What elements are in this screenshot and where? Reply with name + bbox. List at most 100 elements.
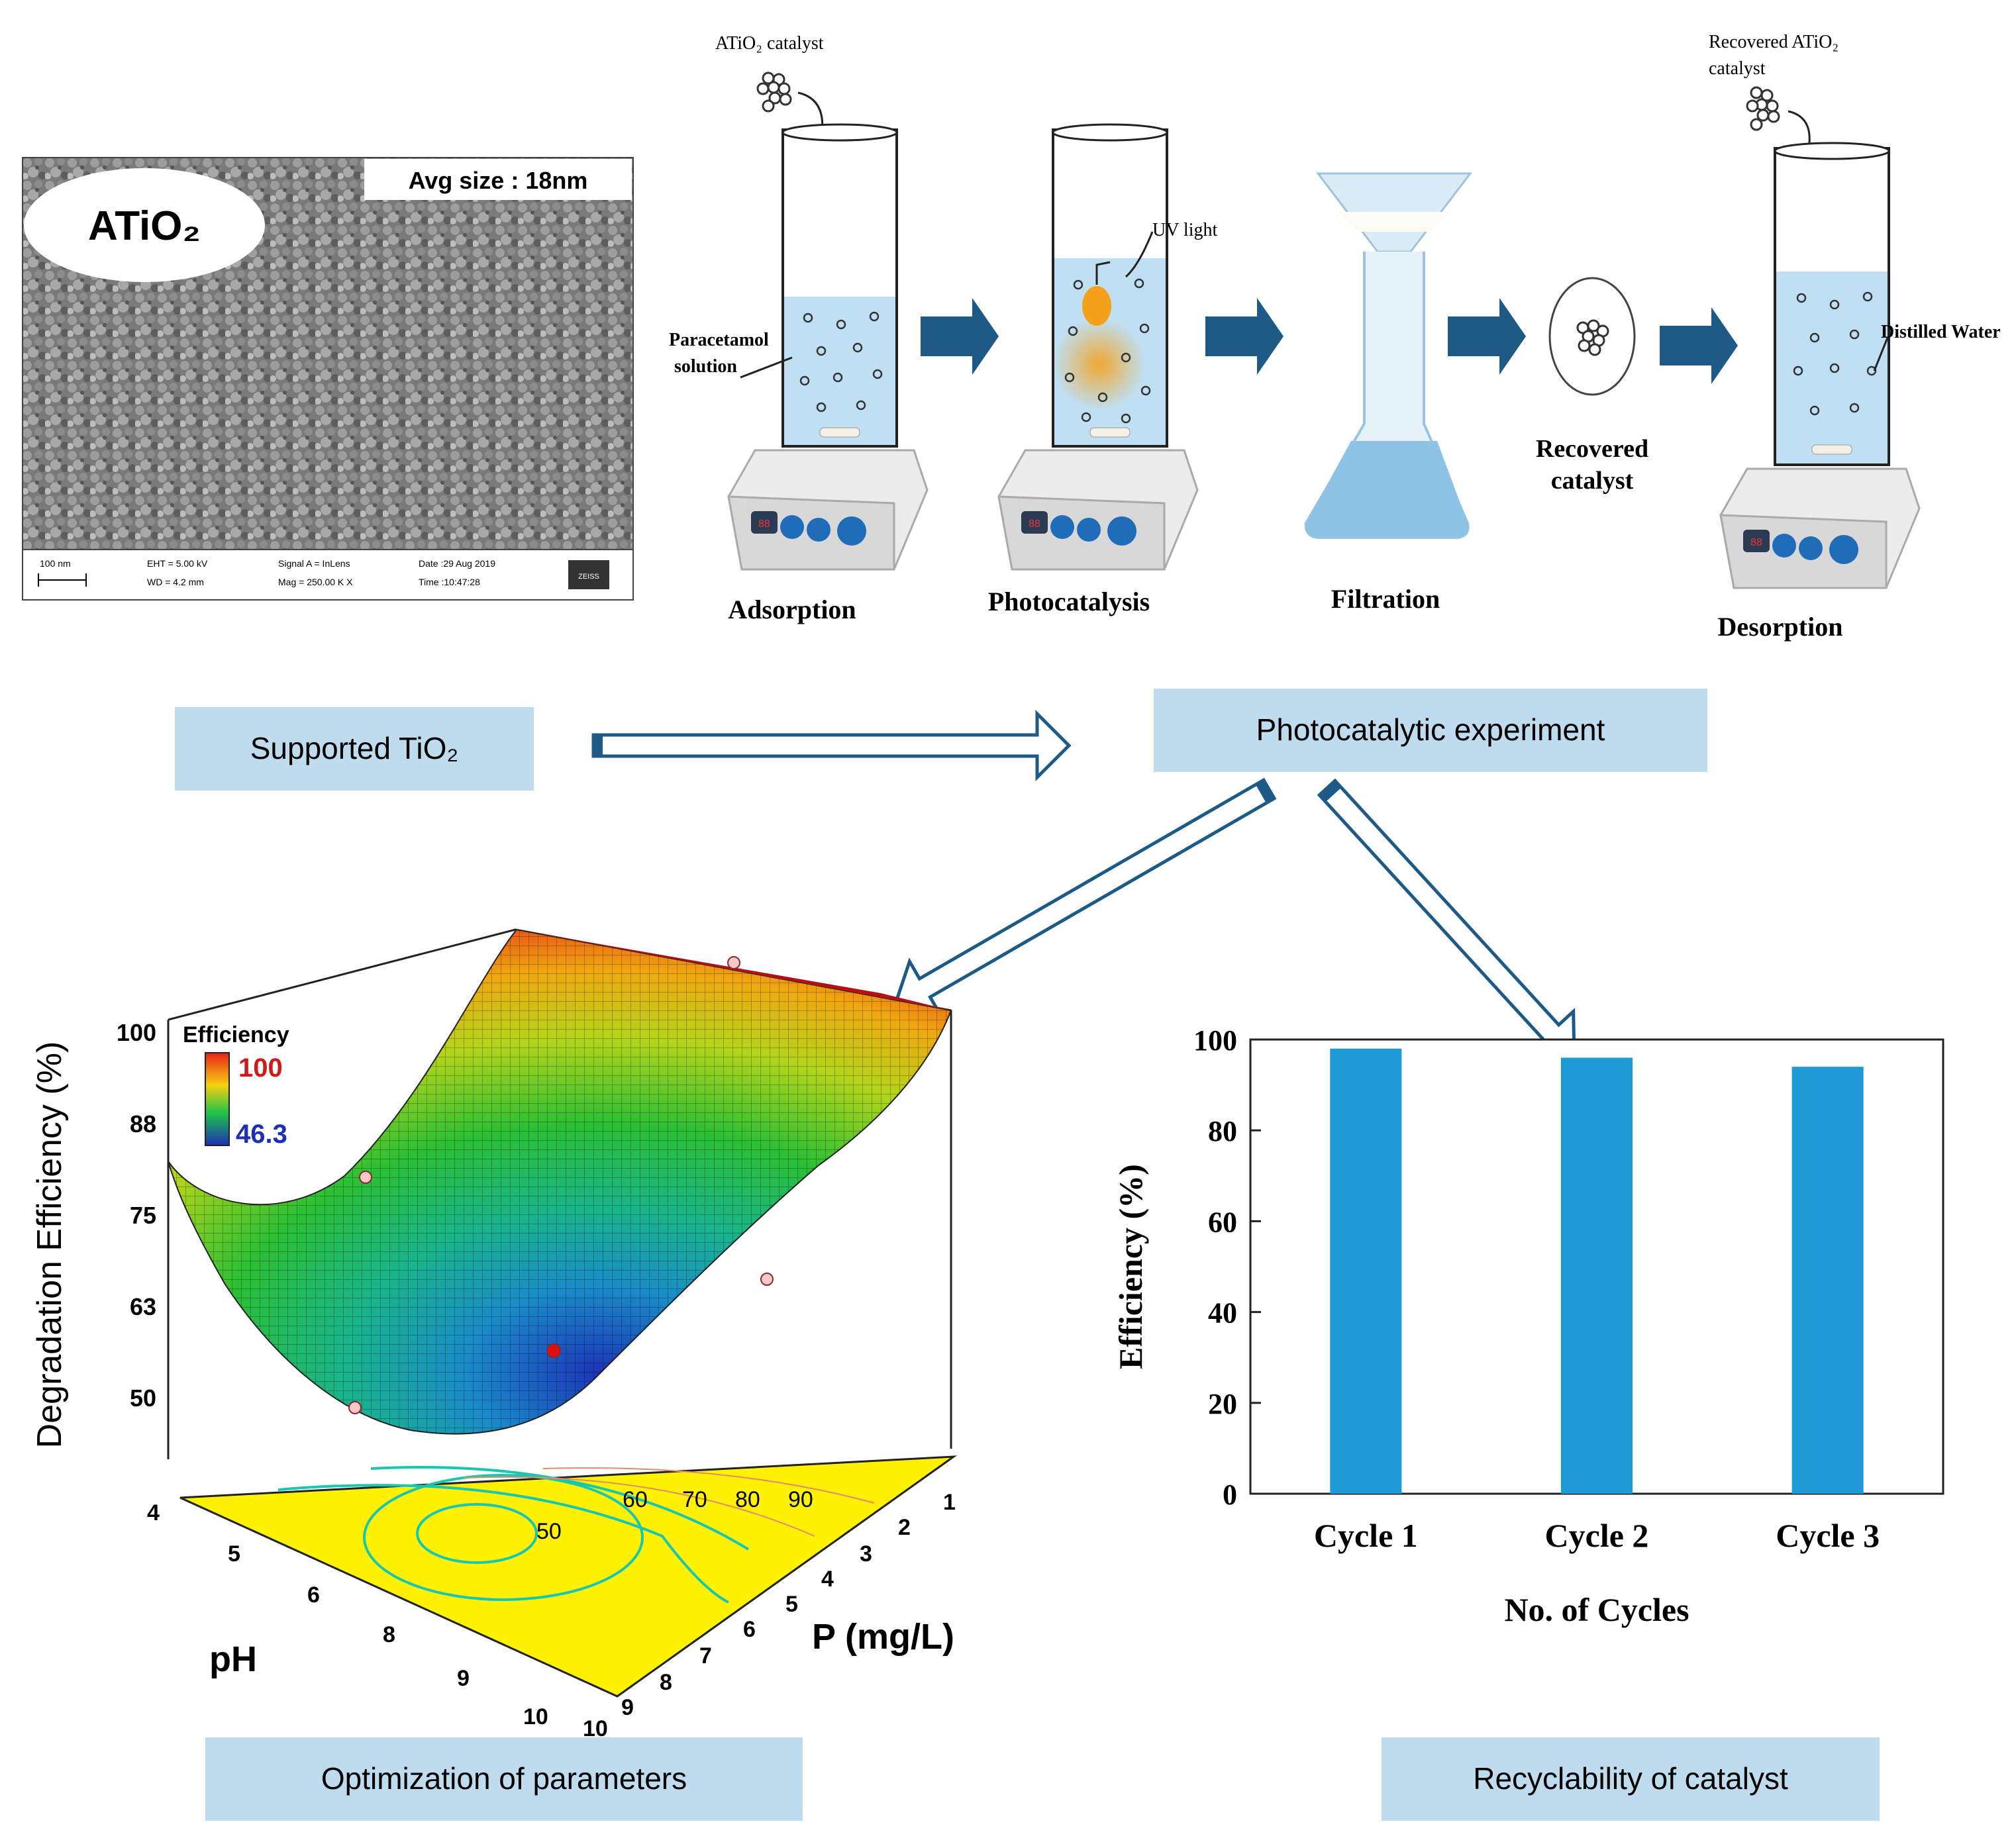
p-axis-ticks: 1 2 3 4 5 6 7 8 9 10 <box>583 1490 956 1741</box>
supported-label: Supported TiO₂ <box>250 731 458 765</box>
ph-tick-9: 9 <box>457 1666 470 1691</box>
sem-size-box <box>364 159 632 200</box>
svg-text:88: 88 <box>1750 537 1762 548</box>
step-photocatalysis: Photocatalysis <box>988 587 1150 616</box>
design-points <box>348 956 774 1414</box>
sem-label: ATiO₂ <box>88 203 201 249</box>
bar-x-tick-label: Cycle 2 <box>1545 1517 1649 1554</box>
ph-tick-6: 6 <box>307 1582 320 1608</box>
bubbles-3 <box>1793 291 1877 416</box>
surface-mesh <box>168 930 951 1434</box>
optimization-label: Optimization of parameters <box>321 1761 687 1796</box>
sem-scale: 100 nm <box>40 558 71 569</box>
p-tick-10: 10 <box>583 1716 608 1741</box>
bar-marks <box>1330 1048 1864 1494</box>
step-desorption: Desorption <box>1718 612 1843 642</box>
bar-x-tick-label: Cycle 1 <box>1314 1517 1418 1554</box>
recovered-label-1: Recovered <box>1536 435 1648 463</box>
svg-text:88: 88 <box>758 518 770 530</box>
contour-label-50: 50 <box>536 1519 562 1544</box>
supported-box <box>175 707 534 791</box>
uv-lamp-icon <box>1082 286 1111 326</box>
recovered-catalyst-dish: Recovered catalyst <box>1536 277 1648 495</box>
process-arrow-4 <box>1660 307 1738 384</box>
z-tick-75: 75 <box>130 1202 156 1229</box>
ph-tick-10: 10 <box>523 1704 548 1729</box>
process-diagram: ATiO₂ catalyst Paracetamol solution 88 <box>669 32 2001 642</box>
stirrer-3: 88 <box>1719 467 1921 589</box>
contour-labels: 50 60 70 80 90 <box>536 1487 813 1544</box>
stirrer-1: 88 <box>727 449 929 571</box>
bar-y-tick-label: 40 <box>1208 1297 1237 1330</box>
svg-text:88: 88 <box>1029 518 1040 530</box>
bar-cycle-1 <box>1330 1048 1402 1494</box>
bar-y-tick-label: 100 <box>1193 1024 1237 1057</box>
sem-signal: Signal A = InLens <box>278 558 350 569</box>
bar-x-axis-label: No. of Cycles <box>1504 1591 1689 1628</box>
flow-arrow-down-right <box>1317 778 1576 1059</box>
bubbles-1 <box>799 311 883 412</box>
efficiency-legend: Efficiency 100 46.3 <box>183 1022 289 1149</box>
p-tick-6: 6 <box>743 1617 756 1642</box>
distilled-pointer <box>1873 337 1889 371</box>
p-tick-3: 3 <box>860 1541 872 1567</box>
contour-label-90: 90 <box>788 1487 813 1512</box>
p-tick-2: 2 <box>898 1515 911 1540</box>
p-tick-4: 4 <box>821 1567 834 1592</box>
p-tick-5: 5 <box>785 1592 798 1617</box>
contour-label-80: 80 <box>735 1487 760 1512</box>
surface-ridge <box>517 930 951 1010</box>
ph-tick-8: 8 <box>383 1622 395 1647</box>
bar-y-tick-label: 20 <box>1208 1388 1237 1420</box>
photo-box <box>1154 689 1707 772</box>
uv-pointer <box>1125 231 1154 278</box>
recovered-in-label-1: Recovered ATiO₂ <box>1709 32 1839 52</box>
contour-label-70: 70 <box>682 1487 707 1512</box>
step-filtration: Filtration <box>1331 584 1440 614</box>
photocatalysis-apparatus: UV light 88 Photocatalysis <box>988 123 1217 616</box>
z-tick-100: 100 <box>117 1019 156 1046</box>
bar-x-labels: Cycle 1 Cycle 2 Cycle 3 <box>1314 1517 1880 1554</box>
ph-tick-4: 4 <box>147 1500 160 1526</box>
optimization-box <box>205 1737 803 1821</box>
sem-info-bar: 100 nm EHT = 5.00 kV WD = 4.2 mm Signal … <box>38 558 609 589</box>
sem-eht: EHT = 5.00 kV <box>147 558 208 569</box>
p-tick-9: 9 <box>621 1695 634 1720</box>
z-tick-50: 50 <box>130 1384 156 1412</box>
photo-label: Photocatalytic experiment <box>1256 712 1605 747</box>
zeiss-logo <box>568 560 609 589</box>
process-arrow-1 <box>921 298 999 375</box>
flow-arrow-right <box>591 709 1072 782</box>
legend-title: Efficiency <box>183 1022 289 1047</box>
paracetamol-pointer <box>740 356 793 379</box>
recovered-in-label-2: catalyst <box>1709 58 1766 79</box>
flow-arrow-down-left <box>893 777 1277 1017</box>
legend-colorbar <box>205 1052 230 1146</box>
p-axis-label: P (mg/L) <box>812 1617 954 1657</box>
bar-y-axis-label: Efficiency (%) <box>1112 1164 1149 1369</box>
ph-axis-ticks: 4 5 6 8 9 10 <box>147 1500 548 1729</box>
bar-cycle-2 <box>1560 1057 1633 1494</box>
p-tick-1: 1 <box>943 1490 956 1515</box>
zeiss-logo-text: ZEISS <box>578 573 599 581</box>
stirrer-2: 88 <box>997 449 1199 571</box>
z-tick-88: 88 <box>130 1110 156 1138</box>
distilled-label: Distilled Water <box>1881 322 2001 342</box>
catalyst-in-label: ATiO₂ catalyst <box>715 33 824 54</box>
paracetamol-label-2: solution <box>674 356 737 377</box>
paracetamol-label-1: Paracetamol <box>669 330 769 350</box>
z-tick-63: 63 <box>130 1293 156 1320</box>
p-tick-8: 8 <box>660 1670 672 1695</box>
bar-y-tick-label: 60 <box>1208 1206 1237 1238</box>
step-adsorption: Adsorption <box>728 595 856 624</box>
sem-wd: WD = 4.2 mm <box>147 577 204 587</box>
recovered-in-particles-icon <box>1746 86 1780 131</box>
process-arrow-2 <box>1205 298 1284 375</box>
bar-y-tick-label: 80 <box>1208 1115 1237 1147</box>
sem-date: Date :29 Aug 2019 <box>419 558 495 569</box>
bar-x-tick-label: Cycle 3 <box>1776 1517 1880 1554</box>
process-arrow-3 <box>1448 298 1526 375</box>
recovered-label-2: catalyst <box>1551 467 1634 495</box>
response-surface-plot: 50 60 70 80 90 100 88 75 63 50 Degradati… <box>30 928 958 1741</box>
